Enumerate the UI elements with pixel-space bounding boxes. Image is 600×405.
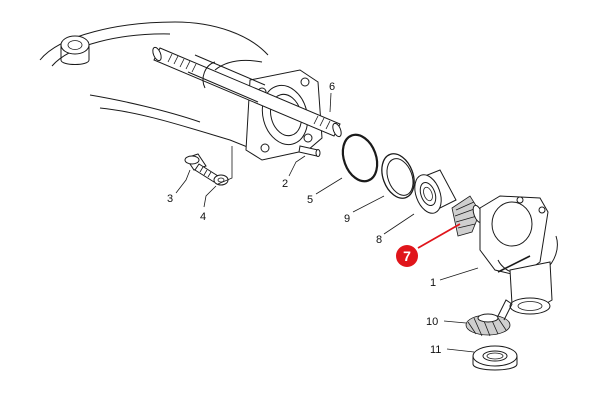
callout-3: 3 [167,193,173,205]
part-10-bevel-gear [465,299,513,337]
callout-11: 11 [430,344,441,356]
gearbox-housing [39,21,269,151]
part-5-o-ring [341,133,379,183]
highlight-badge-7: 7 [396,245,418,267]
part-9-shim [381,153,415,199]
callout-10: 10 [426,316,438,328]
highlight-number: 7 [403,248,411,264]
callout-5: 5 [307,194,313,206]
part-1-angle-housing [479,195,558,315]
part-3-bolt [184,153,219,183]
part-11-bearing [472,345,518,371]
callout-1: 1 [430,277,436,289]
drive-shaft [152,46,342,138]
callout-4: 4 [200,211,206,223]
highlight-circle [396,245,418,267]
callout-labels: 6 2 3 4 5 9 8 1 10 11 [167,81,441,356]
callout-6: 6 [329,81,335,93]
leader-lines [175,92,479,353]
part-8-bearing [414,169,457,214]
callout-9: 9 [344,213,350,225]
part-2-pin [298,145,321,157]
inner-sleeve [187,54,266,103]
callout-2: 2 [282,178,288,190]
part-4-washer [213,174,229,186]
callout-8: 8 [376,234,382,246]
